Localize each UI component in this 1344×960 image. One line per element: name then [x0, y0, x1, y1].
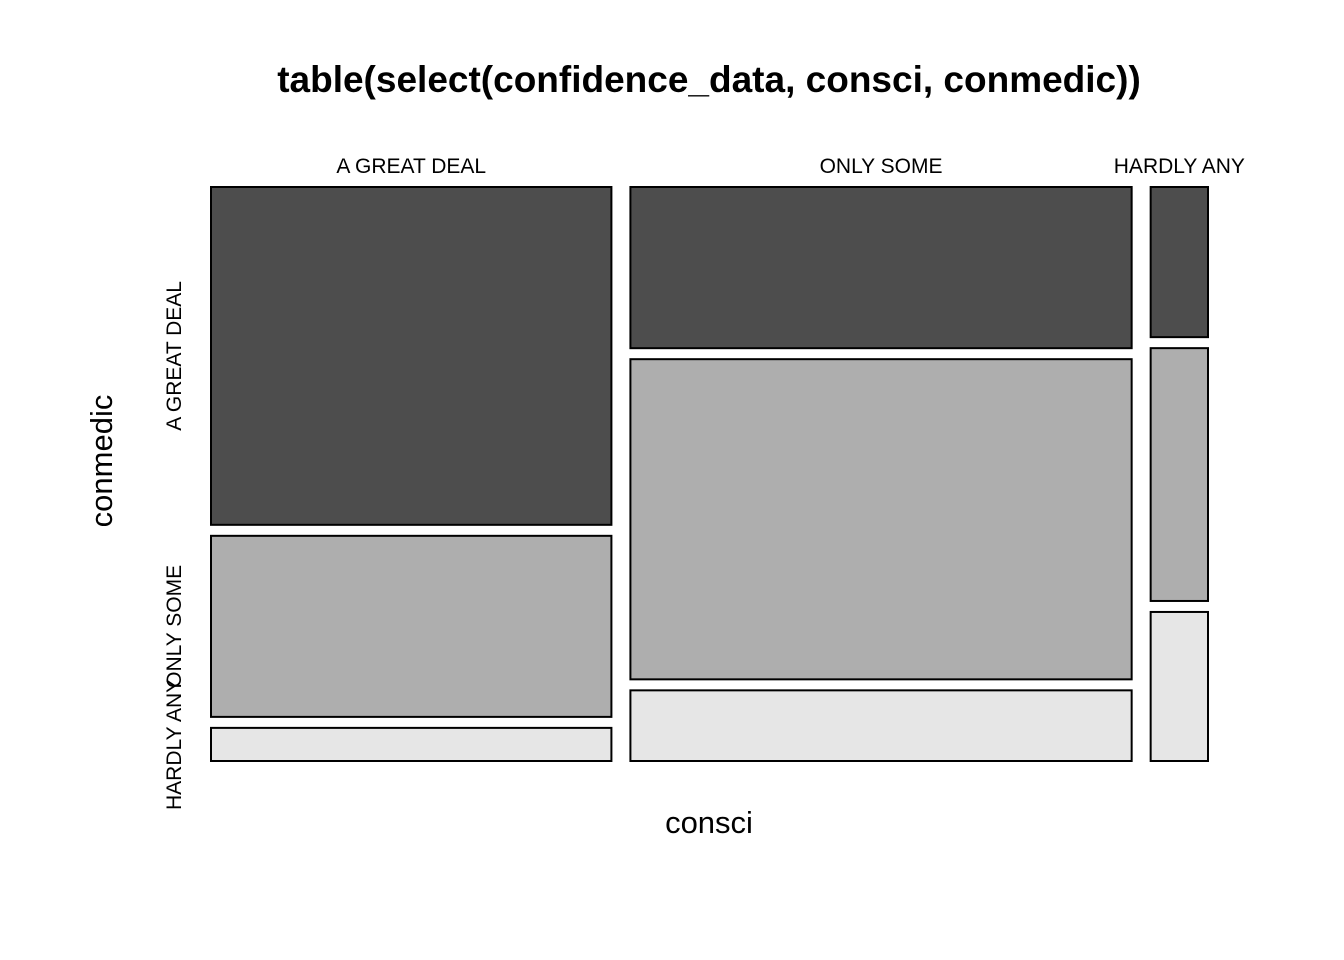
- mosaic-cell-hardly-any-hardly-any: [1149, 610, 1209, 763]
- y-category-label-a-great-deal: A GREAT DEAL: [163, 281, 186, 431]
- mosaic-cell-only-some-only-some: [629, 358, 1133, 681]
- x-category-label-only-some: ONLY SOME: [820, 155, 943, 178]
- y-category-label-only-some: ONLY SOME: [163, 565, 186, 688]
- x-category-label-a-great-deal: A GREAT DEAL: [336, 155, 486, 178]
- mosaic-cells: [210, 186, 1209, 763]
- mosaic-cell-hardly-any-a-great-deal: [1149, 186, 1209, 339]
- x-category-label-hardly-any: HARDLY ANY: [1114, 155, 1245, 178]
- x-axis-label: consci: [665, 805, 753, 840]
- mosaic-cell-a-great-deal-only-some: [210, 534, 613, 718]
- x-category-labels: A GREAT DEAL ONLY SOME HARDLY ANY: [336, 155, 1245, 178]
- chart-title: table(select(confidence_data, consci, co…: [277, 59, 1141, 100]
- y-axis-label: conmedic: [84, 395, 119, 528]
- mosaic-cell-a-great-deal-hardly-any: [210, 726, 613, 763]
- y-category-label-hardly-any: HARDLY ANY: [163, 679, 186, 810]
- mosaic-cell-a-great-deal-a-great-deal: [210, 186, 613, 526]
- mosaic-cell-only-some-a-great-deal: [629, 186, 1133, 350]
- mosaic-cell-hardly-any-only-some: [1149, 347, 1209, 602]
- mosaic-cell-only-some-hardly-any: [629, 689, 1133, 762]
